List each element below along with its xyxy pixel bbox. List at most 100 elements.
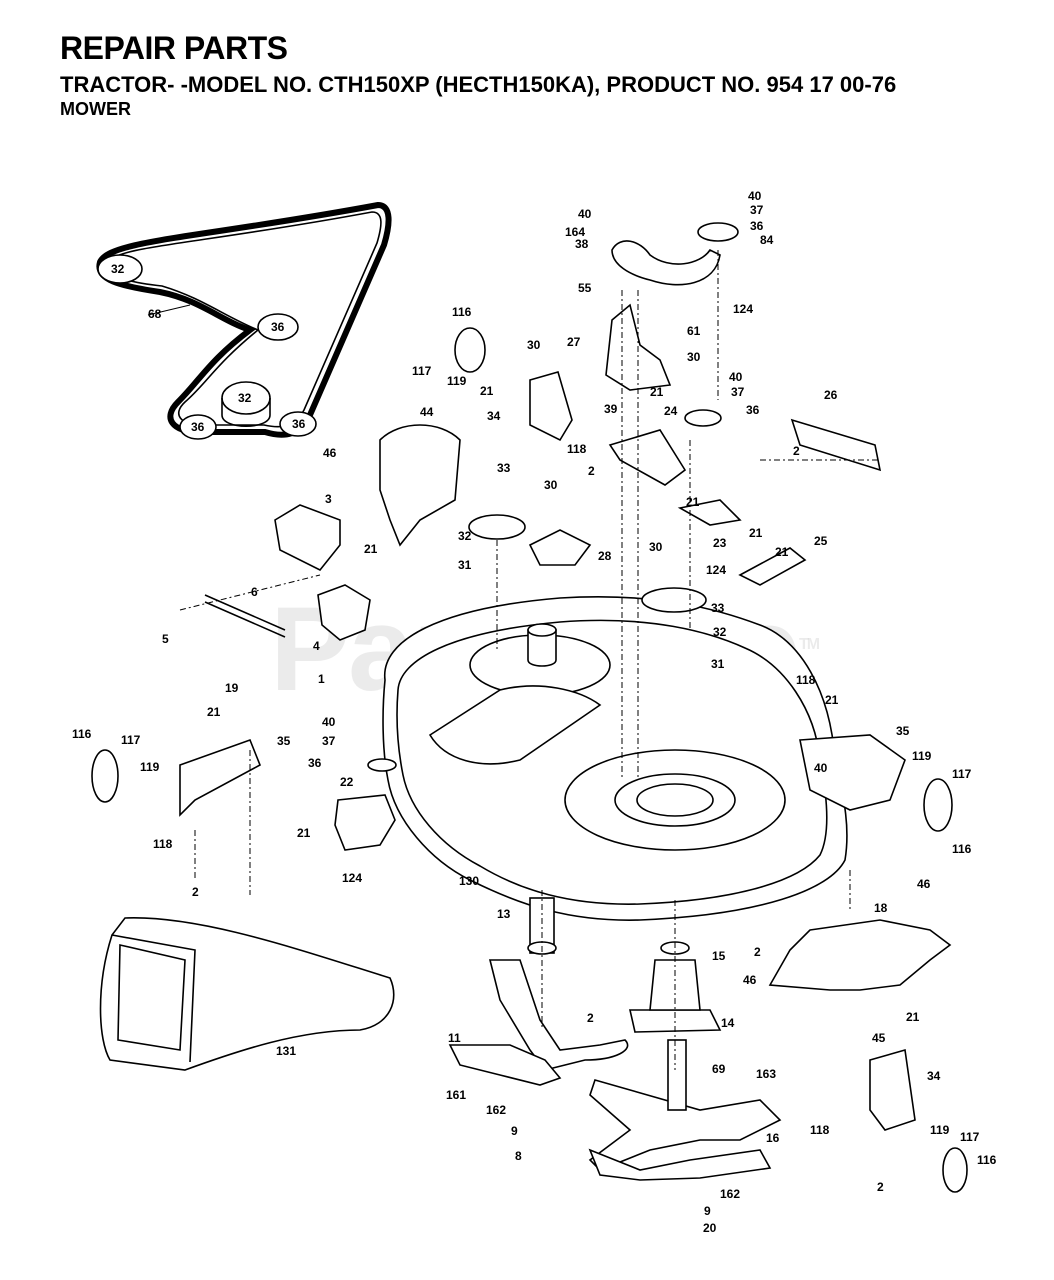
- part-number-label: 32: [238, 391, 252, 405]
- part-number-label: 21: [686, 495, 700, 509]
- part-number-label: 46: [917, 877, 931, 891]
- part-number-label: 5: [162, 632, 169, 646]
- page-title: REPAIR PARTS: [60, 30, 288, 66]
- part-number-label: 30: [544, 478, 558, 492]
- part-number-label: 40: [729, 370, 743, 384]
- part-number-label: 163: [756, 1067, 776, 1081]
- part-number-label: 18: [874, 901, 888, 915]
- part-number-label: 40: [578, 207, 592, 221]
- part-number-label: 15: [712, 949, 726, 963]
- part-number-label: 3: [325, 492, 332, 506]
- part-number-label: 6: [251, 585, 258, 599]
- part-number-label: 37: [731, 385, 745, 399]
- part-number-label: 21: [749, 526, 763, 540]
- part-number-label: 44: [420, 405, 434, 419]
- part-number-label: 45: [872, 1031, 886, 1045]
- part-number-label: 119: [912, 749, 932, 763]
- part-number-label: 23: [713, 536, 727, 550]
- discharge-chute: [99, 917, 395, 1071]
- part-number-label: 21: [775, 545, 789, 559]
- part-number-label: 11: [448, 1031, 461, 1045]
- part-number-label: 35: [896, 724, 910, 738]
- part-number-label: 32: [111, 262, 125, 276]
- part-number-label: 36: [191, 420, 205, 434]
- part-number-label: 118: [567, 442, 587, 456]
- part-number-label: 84: [760, 233, 774, 247]
- mower-deck: [382, 596, 848, 921]
- part-number-label: 19: [225, 681, 239, 695]
- part-number-label: 36: [271, 320, 285, 334]
- part-number-label: 14: [721, 1016, 735, 1030]
- part-number-label: 33: [497, 461, 511, 475]
- part-number-label: 118: [810, 1123, 830, 1137]
- part-number-label: 118: [796, 673, 816, 687]
- part-number-label: 116: [977, 1153, 997, 1167]
- part-number-label: 36: [750, 219, 764, 233]
- part-number-label: 130: [459, 874, 479, 888]
- model-subtitle: TRACTOR- -MODEL NO. CTH150XP (HECTH150KA…: [60, 72, 897, 97]
- blades-and-spindles: [448, 897, 782, 1181]
- part-number-label: 124: [342, 871, 362, 885]
- part-number-label: 40: [748, 189, 762, 203]
- part-number-label: 124: [733, 302, 753, 316]
- part-number-label: 164: [565, 225, 585, 239]
- part-number-label: 30: [649, 540, 663, 554]
- part-number-label: 119: [140, 760, 160, 774]
- part-number-label: 31: [711, 657, 725, 671]
- part-number-label: 40: [814, 761, 828, 775]
- part-number-label: 40: [322, 715, 336, 729]
- part-number-label: 31: [458, 558, 472, 572]
- part-number-label: 32: [713, 625, 727, 639]
- part-number-label: 30: [687, 350, 701, 364]
- part-number-label: 2: [588, 464, 595, 478]
- part-number-label: 37: [322, 734, 336, 748]
- part-number-label: 21: [207, 705, 221, 719]
- part-number-label: 34: [487, 409, 501, 423]
- part-number-label: 36: [308, 756, 322, 770]
- part-number-label: 8: [515, 1149, 522, 1163]
- part-number-label: 2: [877, 1180, 884, 1194]
- part-number-label: 21: [480, 384, 494, 398]
- part-number-label: 2: [587, 1011, 594, 1025]
- part-number-label: 2: [793, 444, 800, 458]
- part-number-label: 21: [906, 1010, 920, 1024]
- part-number-label: 30: [527, 338, 541, 352]
- part-number-label: 4: [313, 639, 320, 653]
- part-number-label: 27: [567, 335, 581, 349]
- part-number-label: 68: [148, 307, 162, 321]
- part-number-label: 124: [706, 563, 726, 577]
- part-number-label: 162: [720, 1187, 740, 1201]
- part-number-label: 131: [276, 1044, 296, 1058]
- part-number-label: 32: [458, 529, 472, 543]
- part-number-label: 22: [340, 775, 354, 789]
- part-number-label: 39: [604, 402, 618, 416]
- part-number-label: 119: [447, 374, 467, 388]
- part-number-label: 116: [952, 842, 972, 856]
- part-number-label: 28: [598, 549, 612, 563]
- brackets-pulleys-wheels: [91, 222, 968, 1193]
- section-heading: MOWER: [60, 99, 131, 119]
- part-number-label: 2: [192, 885, 199, 899]
- part-number-label: 161: [446, 1088, 466, 1102]
- part-number-label: 21: [825, 693, 839, 707]
- part-number-label: 21: [364, 542, 378, 556]
- part-number-label: 61: [687, 324, 701, 338]
- part-number-label: 117: [960, 1130, 980, 1144]
- part-number-label: 35: [277, 734, 291, 748]
- part-number-label: 20: [703, 1221, 717, 1235]
- part-number-label: 162: [486, 1103, 506, 1117]
- assembly-lines: [179, 250, 880, 1070]
- part-number-label: 21: [650, 385, 664, 399]
- part-number-label: 116: [72, 727, 92, 741]
- part-number-label: 2: [754, 945, 761, 959]
- part-number-label: 24: [664, 404, 678, 418]
- part-number-label: 9: [704, 1204, 711, 1218]
- part-number-label: 37: [750, 203, 764, 217]
- part-number-label: 21: [297, 826, 311, 840]
- part-number-label: 36: [292, 417, 306, 431]
- part-number-label: 25: [814, 534, 828, 548]
- part-callouts: 4037368440164385512461301161171193027403…: [72, 189, 997, 1235]
- mower-belt-drawing: [96, 201, 392, 440]
- part-number-label: 1: [318, 672, 325, 686]
